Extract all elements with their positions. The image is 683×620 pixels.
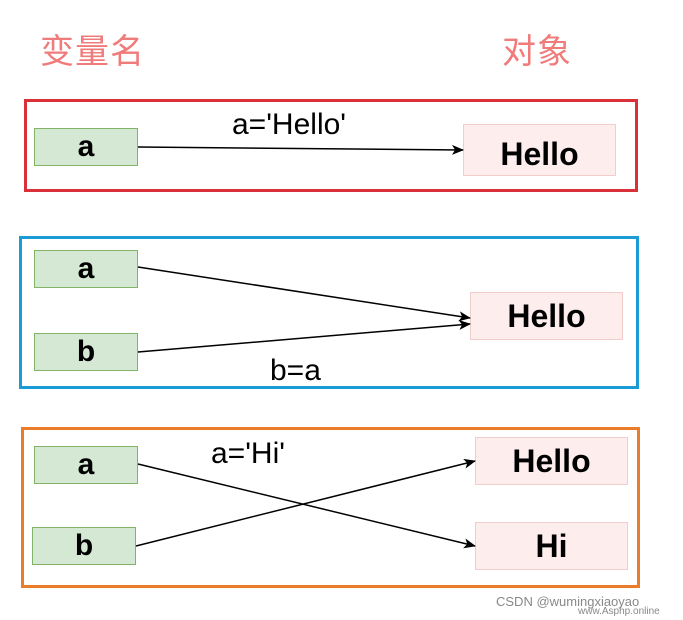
variable-a-box: a — [34, 446, 138, 484]
variable-a-box: a — [34, 128, 138, 166]
object-hello-box: Hello — [470, 292, 623, 340]
arrow-a-to-hi — [137, 463, 476, 549]
panel-assign-hello — [24, 99, 638, 192]
variable-name-header: 变量名 — [40, 32, 145, 72]
site-watermark: www.Asphp.online — [578, 606, 660, 617]
object-hi-box: Hi — [475, 522, 628, 570]
assignment-caption: a='Hello' — [232, 108, 347, 141]
object-hello-box: Hello — [475, 437, 628, 485]
arrow-b-to-hello — [137, 319, 471, 353]
variable-b-box: b — [34, 333, 138, 371]
arrow-a-to-hello — [137, 266, 471, 322]
arrow-a-to-hello — [137, 144, 464, 155]
object-header: 对象 — [502, 32, 572, 72]
csdn-watermark: CSDN @wumingxiaoyao — [496, 594, 640, 609]
variable-a-box: a — [34, 250, 138, 288]
panel-shared-reference — [19, 236, 639, 389]
assignment-caption: b=a — [270, 354, 321, 387]
panel-reassign-hi — [21, 427, 640, 588]
assignment-caption: a='Hi' — [211, 437, 285, 470]
variable-b-box: b — [32, 527, 136, 565]
arrow-b-to-hello — [135, 458, 476, 547]
